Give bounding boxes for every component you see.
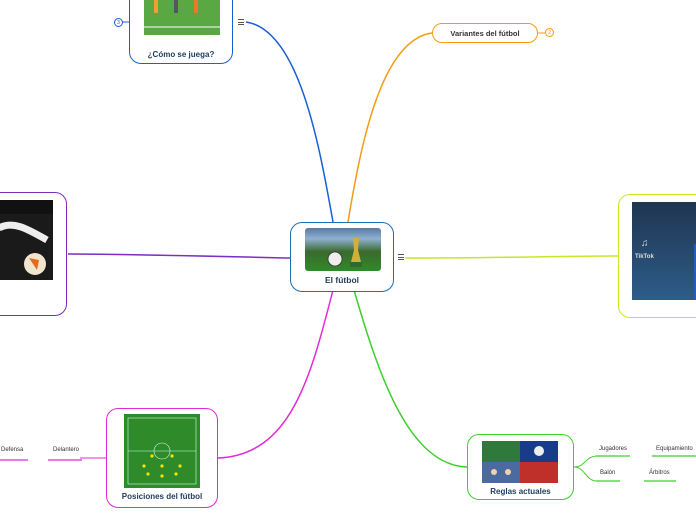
node-tiktok[interactable]: ♫ TikTok — [618, 194, 696, 318]
link-left — [67, 253, 291, 259]
leaf-delantero[interactable]: Delantero — [53, 447, 80, 453]
node-left[interactable]: stas — [0, 192, 67, 316]
variantes-collapse-badge[interactable]: 2 — [545, 28, 554, 37]
como-label: ¿Cómo se juega? — [147, 50, 215, 59]
link-variantes — [347, 32, 433, 223]
leaf-jugadores[interactable]: Jugadores — [599, 446, 628, 452]
como-image — [144, 0, 220, 35]
central-menu-icon[interactable] — [398, 254, 404, 262]
node-como-se-juega[interactable]: ¿Cómo se juega? — [129, 0, 233, 64]
left-label: stas — [0, 301, 61, 310]
central-node[interactable]: El fútbol — [290, 222, 394, 292]
leaf-arbitros[interactable]: Árbitros — [649, 470, 670, 476]
link-tiktok — [404, 255, 619, 259]
como-collapse-badge[interactable]: 3 — [114, 18, 123, 27]
stadium-trophy-image — [305, 228, 381, 271]
leaf-defensa[interactable]: Defensa — [1, 447, 24, 453]
central-label: El fútbol — [325, 275, 359, 285]
link-posiciones — [217, 289, 334, 459]
tiktok-logo-icon: ♫ — [641, 238, 649, 249]
reglas-collage-image — [482, 441, 558, 483]
reglas-label: Reglas actuales — [490, 487, 551, 496]
posiciones-label: Posiciones del fútbol — [121, 492, 203, 501]
tiktok-video: ♫ TikTok — [632, 202, 696, 300]
leaf-balon[interactable]: Balón — [600, 470, 616, 476]
link-reglas — [353, 289, 468, 468]
video-strip — [694, 244, 696, 300]
leaf-equipamiento[interactable]: Equipamiento — [656, 446, 693, 452]
node-posiciones[interactable]: Posiciones del fútbol — [106, 408, 218, 508]
tiktok-brand: TikTok — [635, 254, 654, 260]
link-como — [245, 21, 334, 223]
como-menu-icon[interactable] — [238, 19, 244, 27]
left-image — [0, 200, 53, 280]
trophy-icon — [327, 238, 362, 267]
node-reglas[interactable]: Reglas actuales — [467, 434, 574, 500]
node-variantes[interactable]: Variantes del fútbol — [432, 23, 538, 43]
formation-image — [124, 414, 200, 488]
